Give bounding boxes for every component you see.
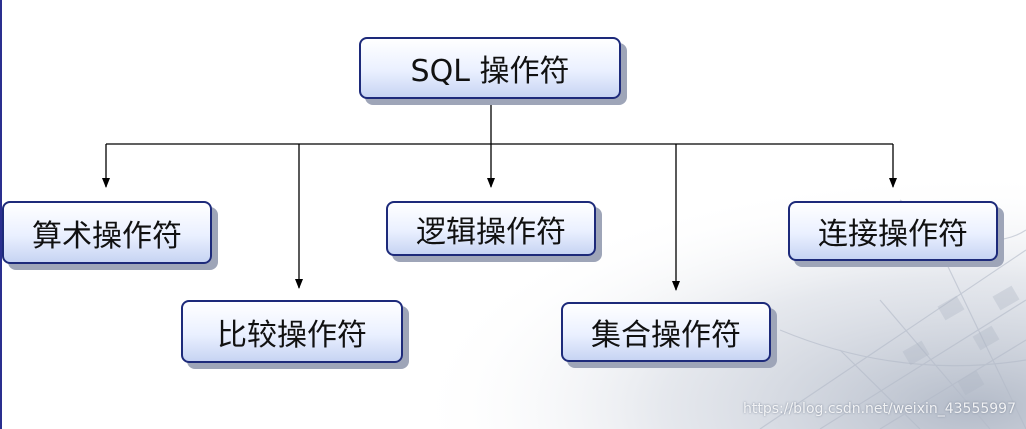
node-comparison-label: 比较操作符 xyxy=(217,317,367,353)
node-concatenation: 连接操作符 xyxy=(788,201,998,261)
root-node-label: SQL 操作符 xyxy=(410,54,570,89)
root-node: SQL 操作符 xyxy=(359,37,621,99)
node-comparison: 比较操作符 xyxy=(181,300,403,363)
node-logical: 逻辑操作符 xyxy=(386,201,596,256)
node-logical-label: 逻辑操作符 xyxy=(416,214,566,250)
watermark-text: https://blog.csdn.net/weixin_43555997 xyxy=(742,401,1016,417)
node-concatenation-label: 连接操作符 xyxy=(818,217,968,252)
node-arithmetic: 算术操作符 xyxy=(2,201,212,264)
node-set: 集合操作符 xyxy=(561,302,771,362)
node-set-label: 集合操作符 xyxy=(591,318,741,353)
node-arithmetic-label: 算术操作符 xyxy=(32,218,182,254)
